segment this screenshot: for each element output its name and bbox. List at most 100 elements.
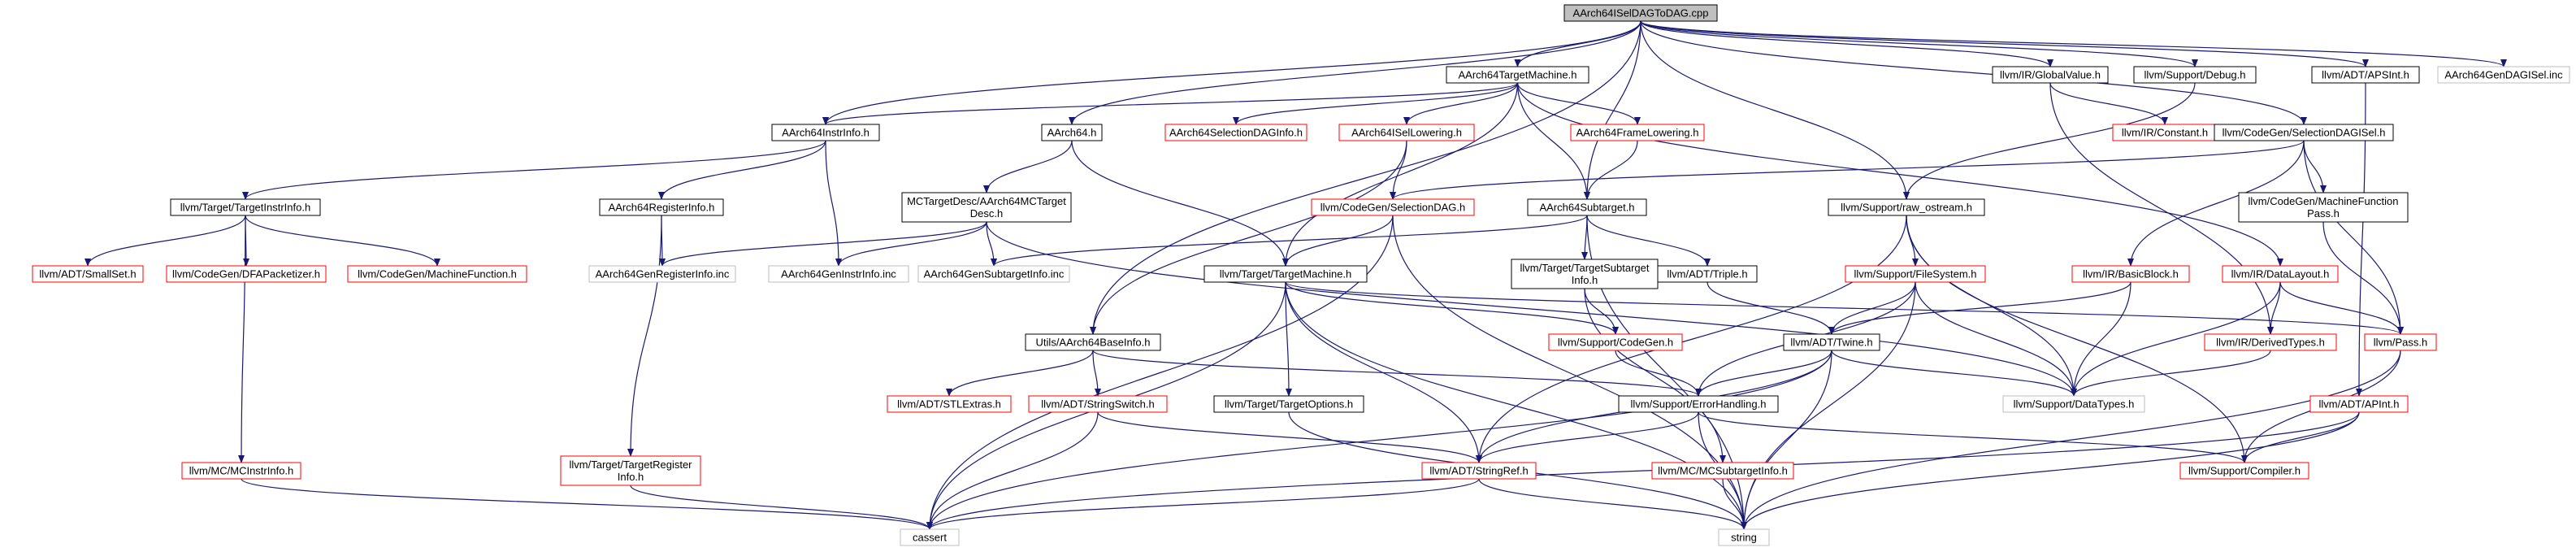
node-codegen[interactable]: llvm/Support/CodeGen.h [1548, 333, 1683, 351]
edge-globalvalue-to-derivedtypes [2049, 82, 2274, 335]
node-root[interactable]: AArch64ISelDAGToDAG.cpp [1563, 4, 1718, 22]
edge-rawostream-to-datatypes [1906, 215, 2077, 397]
node-triple[interactable]: llvm/ADT/Triple.h [1657, 265, 1758, 283]
node-targetoptions[interactable]: llvm/Target/TargetOptions.h [1213, 395, 1364, 413]
edge-triple-to-twine [1706, 281, 1835, 335]
node-label: llvm/Support/Compiler.h [2188, 465, 2301, 477]
node-errorhandling[interactable]: llvm/Support/ErrorHandling.h [1618, 395, 1779, 413]
edge-root-to-debug [1640, 20, 2198, 67]
node-label: AArch64TargetMachine.h [1459, 69, 1577, 81]
node-reginfo[interactable]: AArch64RegisterInfo.h [599, 198, 724, 216]
node-label: AArch64FrameLowering.h [1576, 127, 1698, 139]
node-twine[interactable]: llvm/ADT/Twine.h [1783, 333, 1880, 351]
node-tm[interactable]: AArch64TargetMachine.h [1446, 66, 1589, 84]
edge-apint-to-string [1741, 411, 2360, 530]
node-datatypes[interactable]: llvm/Support/DataTypes.h [2002, 395, 2145, 413]
node-datalayout[interactable]: llvm/IR/DataLayout.h [2222, 265, 2339, 283]
node-box [1718, 528, 1770, 546]
node-machinefunc[interactable]: llvm/CodeGen/MachineFunction.h [347, 265, 527, 283]
node-seldagisel[interactable]: llvm/CodeGen/SelectionDAGISel.h [2214, 124, 2394, 141]
node-gendagisel[interactable]: AArch64GenDAGISel.inc [2437, 66, 2570, 84]
edge-root-to-gendagisel [1640, 20, 2507, 67]
node-label: llvm/Support/DataTypes.h [2014, 398, 2135, 411]
node-box [599, 198, 724, 216]
node-pass[interactable]: llvm/Pass.h [2364, 333, 2437, 351]
node-debug[interactable]: llvm/Support/Debug.h [2133, 66, 2257, 84]
node-targetinstrinfo[interactable]: llvm/Target/TargetInstrInfo.h [170, 198, 321, 216]
node-globalvalue[interactable]: llvm/IR/GlobalValue.h [1992, 66, 2109, 84]
edge-pass-to-string [1741, 350, 2401, 530]
node-box [2002, 395, 2145, 413]
node-box [1828, 198, 1985, 216]
node-box [2309, 395, 2409, 413]
edge-tm-to-seldaginfo [1233, 82, 1519, 125]
node-box [2222, 265, 2339, 283]
node-box [170, 198, 321, 216]
node-filesystem[interactable]: llvm/Support/FileSystem.h [1845, 265, 1986, 283]
node-geninstrinfo[interactable]: AArch64GenInstrInfo.inc [768, 265, 909, 283]
node-seldaginfo[interactable]: AArch64SelectionDAGInfo.h [1164, 124, 1308, 141]
node-stlextras[interactable]: llvm/ADT/STLExtras.h [887, 395, 1012, 413]
node-label: AArch64Subtarget.h [1539, 202, 1634, 214]
node-box [1657, 265, 1758, 283]
node-box [1992, 66, 2109, 84]
edge-filesystem-to-twine [1828, 281, 1916, 335]
node-box [32, 265, 144, 283]
node-framelowering[interactable]: AArch64FrameLowering.h [1570, 124, 1705, 141]
node-genreginfo[interactable]: AArch64GenRegisterInfo.inc [588, 265, 736, 283]
node-box [1164, 124, 1308, 141]
node-compiler[interactable]: llvm/Support/Compiler.h [2179, 462, 2309, 480]
edge-codegen-to-errorhandling [1615, 350, 1702, 397]
edge-mcdesc-to-gensubinfo [986, 221, 997, 267]
node-stringswitch[interactable]: llvm/ADT/StringSwitch.h [1028, 395, 1168, 413]
node-basicblock[interactable]: llvm/IR/BasicBlock.h [2071, 265, 2190, 283]
node-derivedtypes[interactable]: llvm/IR/DerivedTypes.h [2204, 333, 2337, 351]
edge-tm-to-instrinfo [822, 82, 1519, 125]
node-mcsubinfo[interactable]: llvm/MC/MCSubtargetInfo.h [1651, 462, 1794, 480]
node-subtarget[interactable]: AArch64Subtarget.h [1527, 198, 1647, 216]
edge-targetinstrinfo-to-machinefunc [245, 215, 440, 267]
node-dfapack[interactable]: llvm/CodeGen/DFAPacketizer.h [166, 265, 327, 283]
node-rawostream[interactable]: llvm/Support/raw_ostream.h [1828, 198, 1985, 216]
edge-seldagisel-to-pass [2303, 140, 2404, 335]
node-smallset[interactable]: llvm/ADT/SmallSet.h [32, 265, 144, 283]
node-isellowering[interactable]: AArch64ISelLowering.h [1338, 124, 1475, 141]
edge-root-to-apsint [1640, 20, 2369, 67]
edge-targetsubinfo-to-mcsubinfo [1584, 288, 1726, 463]
edge-framelowering-to-subtarget [1584, 140, 1638, 200]
node-baseinfo[interactable]: Utils/AArch64BaseInfo.h [1025, 333, 1161, 351]
node-box [887, 395, 1012, 413]
node-stringref[interactable]: llvm/ADT/StringRef.h [1421, 462, 1537, 480]
node-aarch64h[interactable]: AArch64.h [1041, 124, 1103, 141]
node-box [1041, 124, 1103, 141]
node-string[interactable]: string [1718, 528, 1770, 546]
node-box [1511, 259, 1659, 289]
node-mcinstrinfo[interactable]: llvm/MC/MCInstrInfo.h [181, 462, 301, 480]
node-box [1213, 395, 1364, 413]
node-label: Utils/AArch64BaseInfo.h [1036, 337, 1151, 349]
node-apint[interactable]: llvm/ADT/APInt.h [2309, 395, 2409, 413]
node-label: llvm/Support/ErrorHandling.h [1631, 398, 1767, 411]
node-box [1203, 265, 1368, 283]
edge-targetmachine-to-codegen [1285, 281, 1619, 335]
node-label: cassert [913, 532, 947, 544]
edge-instrinfo-to-targetinstrinfo [242, 140, 826, 200]
node-constant[interactable]: llvm/IR/Constant.h [2112, 124, 2218, 141]
edge-tm-to-isellowering [1403, 82, 1519, 125]
edge-twine-to-cassert [926, 350, 1832, 530]
node-seldag[interactable]: llvm/CodeGen/SelectionDAG.h [1311, 198, 1475, 216]
node-cassert[interactable]: cassert [900, 528, 960, 546]
node-apsint[interactable]: llvm/ADT/APSInt.h [2311, 66, 2420, 84]
node-instrinfo[interactable]: AArch64InstrInfo.h [771, 124, 880, 141]
node-targetmachine[interactable]: llvm/Target/TargetMachine.h [1203, 265, 1368, 283]
edge-errorhandling-to-compiler [1698, 411, 2248, 463]
node-label: llvm/Support/raw_ostream.h [1841, 202, 1972, 214]
edge-seldag-to-cassert [926, 215, 1394, 530]
node-gensubinfo[interactable]: AArch64GenSubtargetInfo.inc [917, 265, 1070, 283]
node-box [1527, 198, 1647, 216]
edge-rawostream-to-compiler [1906, 215, 2248, 463]
